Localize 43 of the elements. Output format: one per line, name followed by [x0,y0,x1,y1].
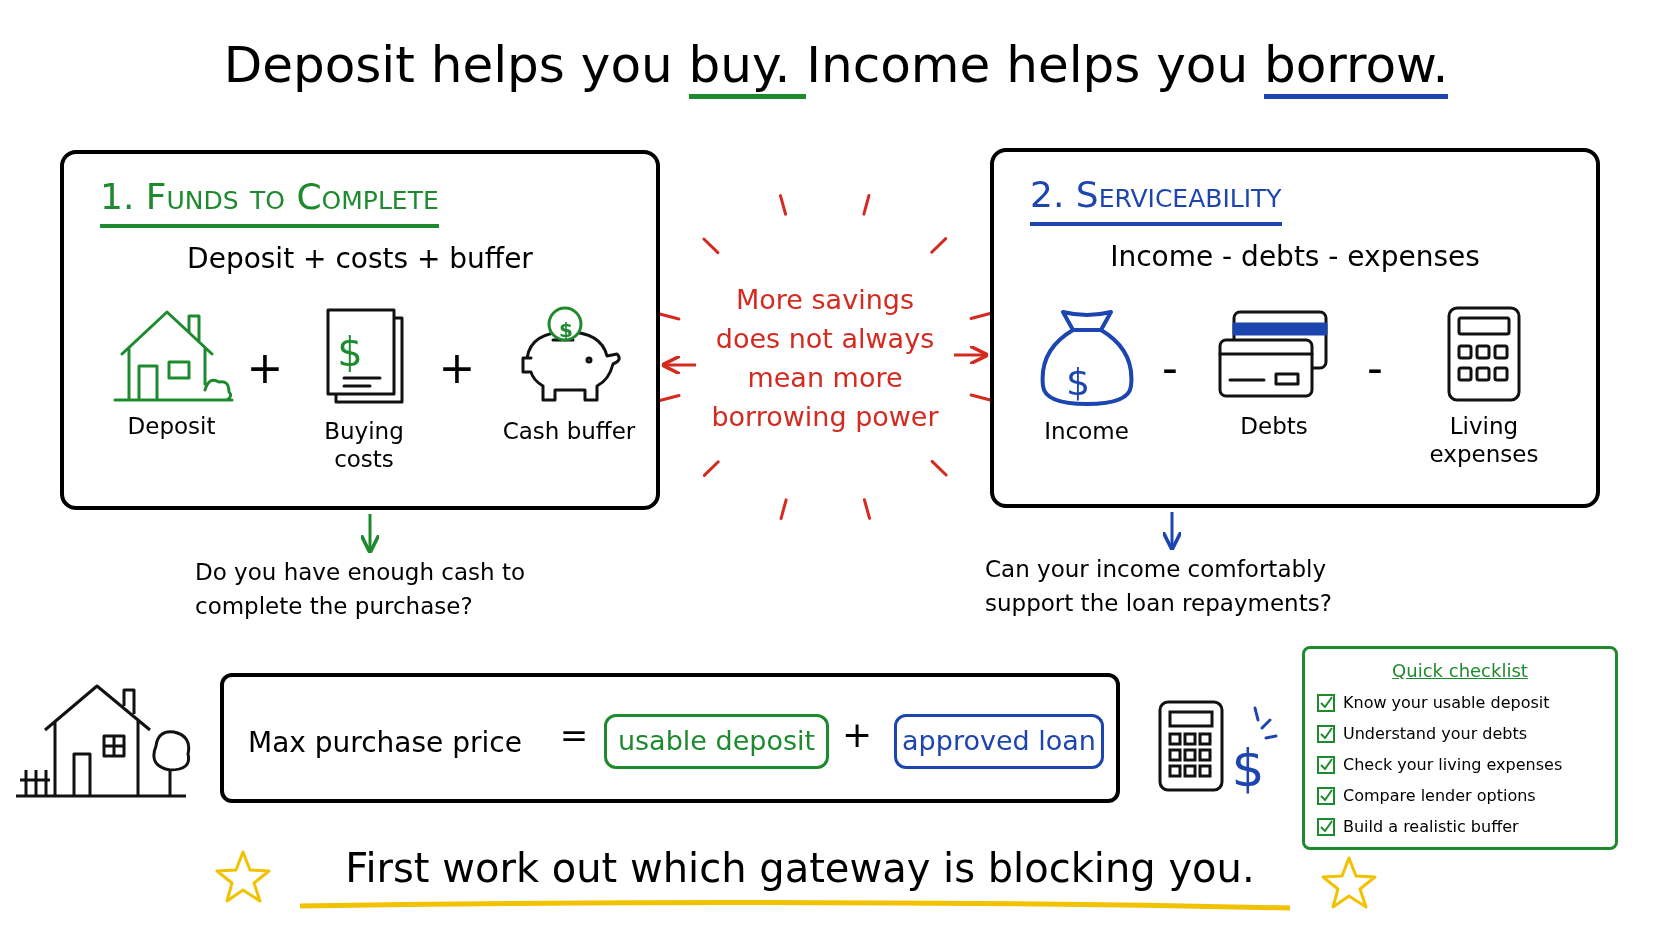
panel-heading: 1. Funds to Complete [100,170,439,228]
checklist-item: Check your living expenses [1343,754,1563,776]
term-text: usable deposit [617,724,816,759]
dollar-sign: $ [1065,363,1091,401]
checklist-item: Understand your debts [1343,723,1528,745]
checklist-item: Compare lender options [1343,785,1536,807]
formula-text: Max purchase price [248,725,522,761]
panel-box [60,150,660,510]
operator-sign: - [1367,346,1383,390]
question-text: Do you have enough cash to complete the purchase? [195,558,526,621]
checklist-item: Build a realistic buffer [1343,816,1519,838]
term-box [894,714,1104,769]
dollar-sign: $ [337,332,363,372]
formula-text: Deposit + costs + buffer [186,241,534,277]
item-caption: Living expenses [1428,412,1540,468]
operator-sign: + [438,346,476,390]
question-text: Can your income comfortably support the loan repayments? [985,555,1333,618]
item-caption: Deposit [127,412,216,440]
item-caption: Cash buffer [502,417,636,445]
dollar-sign: $ [559,320,573,340]
term-text: approved loan [902,724,1096,759]
panel-heading: 2. Serviceability [1030,168,1282,226]
formula-box [220,673,1120,803]
callout-text: More savings does not always mean more borrowing power [710,282,940,434]
item-caption: Buying costs [323,417,405,473]
checklist-heading: Quick checklist [1392,659,1528,683]
panel-box [990,148,1600,508]
term-box [604,714,829,769]
arrow [1161,512,1183,552]
checklist-card [1302,646,1618,850]
operator-sign: + [841,717,873,753]
title: Deposit helps you buy. Income helps you borrow. [0,28,1672,103]
formula-text: Income - debts - expenses [1109,239,1481,275]
item-caption: Income [1044,417,1129,445]
arrow [359,514,381,555]
arrow [954,344,990,366]
operator-sign: - [1162,346,1178,390]
dollar-sign: $ [1231,742,1265,794]
item-caption: Debts [1240,412,1308,440]
arrow [660,354,696,376]
checklist-item: Know your usable deposit [1343,692,1550,714]
operator-sign: = [559,718,589,752]
operator-sign: + [246,346,284,390]
